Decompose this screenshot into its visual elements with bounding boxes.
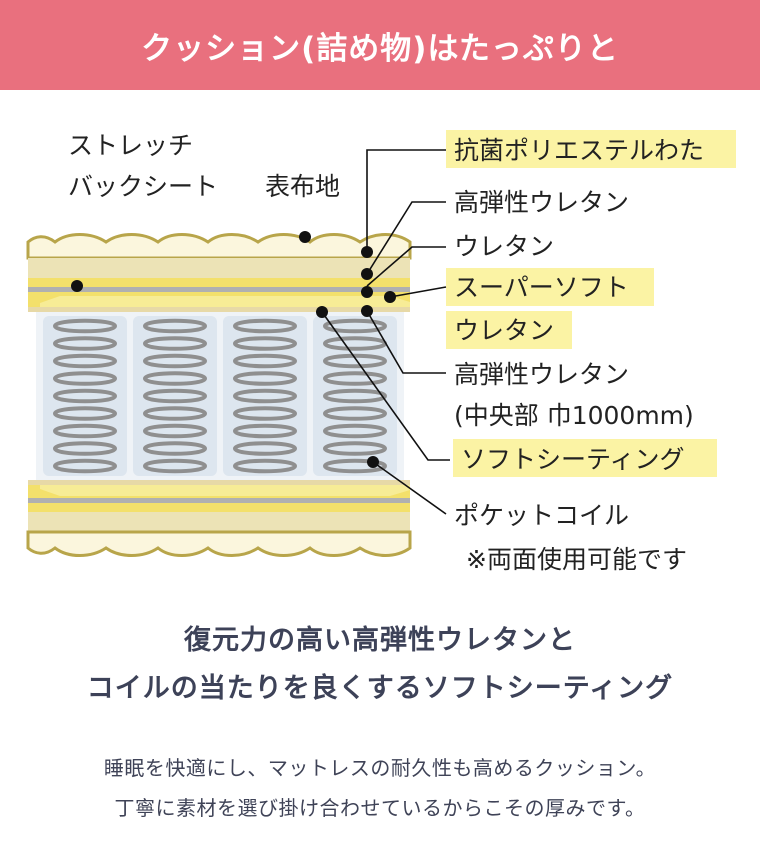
label-reversible-note: ※両面使用可能です	[466, 545, 687, 574]
top-yellow-band	[28, 278, 410, 287]
label-hr-center-note: (中央部 巾1000mm)	[454, 401, 694, 430]
top-cream-band	[28, 258, 410, 278]
highlight-antibac	[446, 130, 736, 168]
header-banner: クッション(詰め物)はたっぷりと	[0, 0, 760, 90]
highlight-super-soft	[446, 268, 654, 306]
pocket-coil-spring	[143, 318, 208, 474]
label-surface-fabric: 表布地	[265, 172, 340, 201]
top-wedge-shade	[40, 296, 410, 307]
highlight-super-soft-2	[446, 311, 572, 349]
headline-line-2: コイルの当たりを良くするソフトシーティング	[86, 673, 674, 704]
label-urethane: ウレタン	[454, 232, 554, 261]
bottom-yellow-band	[28, 503, 410, 512]
top-quilt-layer	[26, 233, 412, 260]
pocket-coil-spring	[233, 318, 298, 474]
label-hr-center: 高弾性ウレタン	[454, 360, 629, 389]
page-title: クッション(詰め物)はたっぷりと	[141, 30, 619, 67]
pocket-coils	[43, 316, 397, 476]
label-stretch-2: バックシート	[68, 172, 218, 201]
bottom-wedge-shade	[40, 485, 410, 496]
leader-lines	[76, 149, 450, 515]
label-super-soft: スーパーソフト	[454, 273, 629, 302]
label-antibac-polyester: 抗菌ポリエステルわた	[454, 136, 704, 165]
label-pocket-coil: ポケットコイル	[454, 501, 629, 530]
bottom-seat-band	[28, 480, 410, 485]
bottom-gray-band	[28, 498, 410, 503]
headline-line-1: 復元力の高い高弾性ウレタンと	[184, 625, 576, 656]
label-soft-seating: ソフトシーティング	[461, 445, 685, 474]
label-hr-urethane: 高弾性ウレタン	[454, 188, 629, 217]
pocket-coil-spring	[53, 318, 118, 474]
mattress-cross-section-diagram: ストレッチ バックシート 表布地 抗菌ポリエステルわた 高弾性ウレタン ウレタン…	[26, 130, 736, 574]
indicator-dots	[71, 231, 396, 468]
bottom-quilt-layer	[26, 530, 412, 557]
body-line-1: 睡眠を快適にし、マットレスの耐久性も高めるクッション。	[103, 756, 657, 780]
body-line-2: 丁寧に素材を選び掛け合わせているからこその厚みです。	[114, 796, 646, 820]
mattress-layers	[26, 233, 412, 557]
bottom-cream-band	[28, 512, 410, 532]
top-gray-band	[28, 287, 410, 292]
label-super-soft-urethane: ウレタン	[454, 316, 554, 345]
label-stretch-1: ストレッチ	[68, 131, 193, 160]
top-seat-band	[28, 307, 410, 312]
highlight-soft-seating	[453, 439, 717, 477]
